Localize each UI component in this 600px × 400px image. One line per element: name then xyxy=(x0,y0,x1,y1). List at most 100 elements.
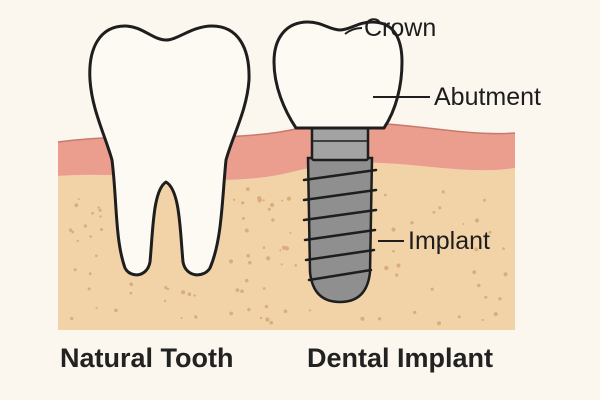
bone-dot xyxy=(262,287,266,290)
bone-dot xyxy=(95,254,98,258)
bone-dot xyxy=(194,315,198,319)
implant-label: Implant xyxy=(408,227,490,255)
bone-dot xyxy=(163,299,167,303)
bone-dot xyxy=(187,292,192,297)
bone-texture-dots xyxy=(68,187,508,326)
bone-dot xyxy=(488,230,492,234)
bone-dot xyxy=(472,270,477,275)
bone-dot xyxy=(392,249,395,253)
bone-dot xyxy=(257,197,262,202)
bone-dot xyxy=(248,261,252,265)
bone-dot xyxy=(228,259,234,264)
bone-dot xyxy=(89,235,92,238)
bone-dot xyxy=(498,297,502,301)
bone-dot xyxy=(280,263,283,266)
bone-dot xyxy=(244,278,249,283)
bone-dot xyxy=(259,316,263,320)
bone-dot xyxy=(477,283,481,288)
bone-dot xyxy=(484,295,488,299)
bone-dot xyxy=(413,310,417,315)
bone-dot xyxy=(503,272,508,277)
bone-dot xyxy=(229,311,234,316)
bone-dot xyxy=(244,228,249,233)
bone-dot xyxy=(129,291,133,295)
bone-dot xyxy=(391,227,396,232)
bone-dot xyxy=(266,256,271,261)
bone-dot xyxy=(269,320,274,325)
bone-dot xyxy=(281,199,284,202)
bone-dot xyxy=(68,228,73,232)
bone-dot xyxy=(410,221,414,225)
dental-implant-caption: Dental Implant xyxy=(307,343,494,373)
bone-dot xyxy=(395,273,399,277)
bone-dot xyxy=(262,246,266,249)
bone-dot xyxy=(430,287,434,291)
bone-dot xyxy=(474,247,479,252)
natural-tooth-caption: Natural Tooth xyxy=(60,343,234,373)
bone-dot xyxy=(286,196,291,201)
bone-dot xyxy=(235,288,240,292)
bone-dot xyxy=(264,304,269,309)
natural-tooth xyxy=(88,24,251,277)
jawbone xyxy=(58,162,515,330)
bone-dot xyxy=(262,199,265,202)
bone-dot xyxy=(289,232,292,234)
bone-dot xyxy=(483,198,486,202)
bone-dot xyxy=(180,317,183,320)
bone-dot xyxy=(438,206,442,210)
bone-dot xyxy=(74,203,79,208)
bone-dot xyxy=(284,246,290,251)
bone-dot xyxy=(462,223,465,225)
bone-dot xyxy=(164,286,168,290)
bone-dot xyxy=(129,282,133,287)
abutment-label: Abutment xyxy=(434,83,541,111)
bone-dot xyxy=(247,307,251,312)
bone-dot xyxy=(441,190,445,194)
bone-dot xyxy=(270,203,275,207)
crown-label: Crown xyxy=(364,14,436,42)
bone-dot xyxy=(360,316,365,321)
bone-dot xyxy=(437,321,441,326)
bone-dot xyxy=(100,228,103,231)
bone-dot xyxy=(396,263,401,268)
bone-dot xyxy=(283,309,288,314)
bone-dot xyxy=(181,290,186,295)
bone-dot xyxy=(166,287,170,291)
bone-dot xyxy=(193,294,196,297)
bone-dot xyxy=(70,316,74,321)
bone-dot xyxy=(271,218,275,222)
bone-dot xyxy=(73,268,77,272)
implant-crown xyxy=(272,20,404,130)
bone-dot xyxy=(245,187,250,192)
abutment-post xyxy=(310,126,370,162)
bone-dot xyxy=(88,272,92,276)
bone-dot xyxy=(91,211,94,215)
bone-dot xyxy=(377,317,382,321)
bone-dot xyxy=(294,264,298,267)
bone-dot xyxy=(114,308,118,313)
bone-dot xyxy=(457,315,461,319)
bone-dot xyxy=(77,198,80,201)
bone-dot xyxy=(474,218,480,223)
bone-dot xyxy=(240,289,244,294)
bone-dot xyxy=(432,210,436,214)
bone-dot xyxy=(95,306,98,309)
bone-dot xyxy=(99,215,102,218)
bone-dot xyxy=(241,201,245,205)
bone-dot xyxy=(98,208,102,212)
bone-dot xyxy=(232,198,236,201)
bone-dot xyxy=(308,309,311,312)
bone-dot xyxy=(241,216,245,220)
bone-dot xyxy=(279,249,282,252)
bone-dot xyxy=(97,206,100,209)
bone-dot xyxy=(384,193,387,197)
bone-dot xyxy=(246,253,250,258)
bone-dot xyxy=(265,317,270,322)
bone-dot xyxy=(384,265,389,271)
bone-dot xyxy=(493,312,498,317)
bone-dot xyxy=(267,207,271,211)
bone-dot xyxy=(83,224,87,228)
bone-dot xyxy=(87,287,91,291)
